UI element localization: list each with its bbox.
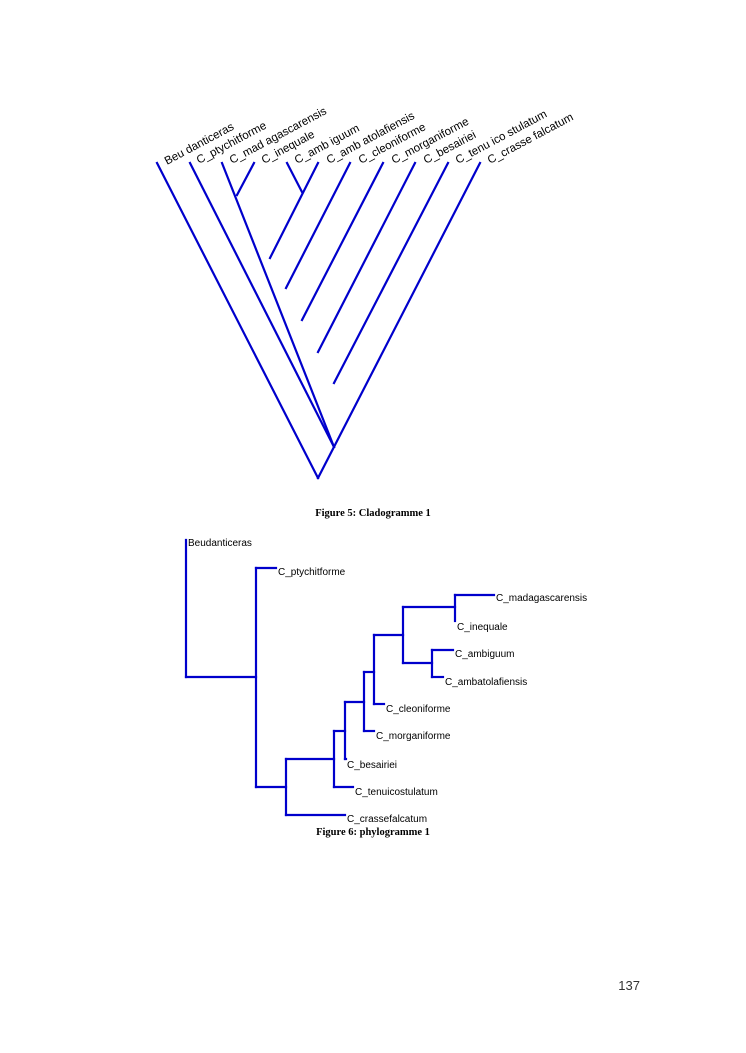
phylo-leaf-label: C_inequale [457,622,508,633]
phylo-leaf-label: C_cleoniforme [386,704,451,715]
phylo-leaf-label: C_ambiguum [455,649,514,660]
clado-branch [155,161,320,480]
figure-5-caption: Figure 5: Cladogramme 1 [315,508,431,519]
phylo-leaf-label: C_morganiforme [376,731,451,742]
phylo-leaf-label: C_ambatolafiensis [445,677,527,688]
phylo-leaf-label: C_crassefalcatum [347,814,427,825]
cladogram-labels: Beu danticeras C_ptychitforme C_mad agas… [163,105,576,167]
phylo-leaf-label: Beudanticeras [188,538,252,549]
page-number: 137 [618,978,640,993]
phylogram-labels: Beudanticeras C_ptychitforme C_madagasca… [188,538,587,825]
phylo-leaf-label: C_tenuicostulatum [355,787,438,798]
clado-branch [220,161,336,449]
clado-branch [316,161,417,354]
phylo-leaf-label: C_besairiei [347,760,397,771]
clado-branch [316,161,482,480]
clado-branch [332,161,450,385]
cladogram-branches [155,161,482,480]
clado-branch [284,161,352,290]
phylogram-branches [184,538,496,817]
clado-branch [268,161,320,260]
clado-branch [188,161,336,449]
figure-6-caption: Figure 6: phylogramme 1 [316,827,430,838]
phylo-leaf-label: C_ptychitforme [278,567,346,578]
clado-branch [235,161,256,197]
clado-branch [300,161,385,322]
phylo-leaf-label: C_madagascarensis [496,593,587,604]
cladogram-figure: Beu danticeras C_ptychitforme C_mad agas… [155,105,576,480]
clado-branch [285,161,304,194]
